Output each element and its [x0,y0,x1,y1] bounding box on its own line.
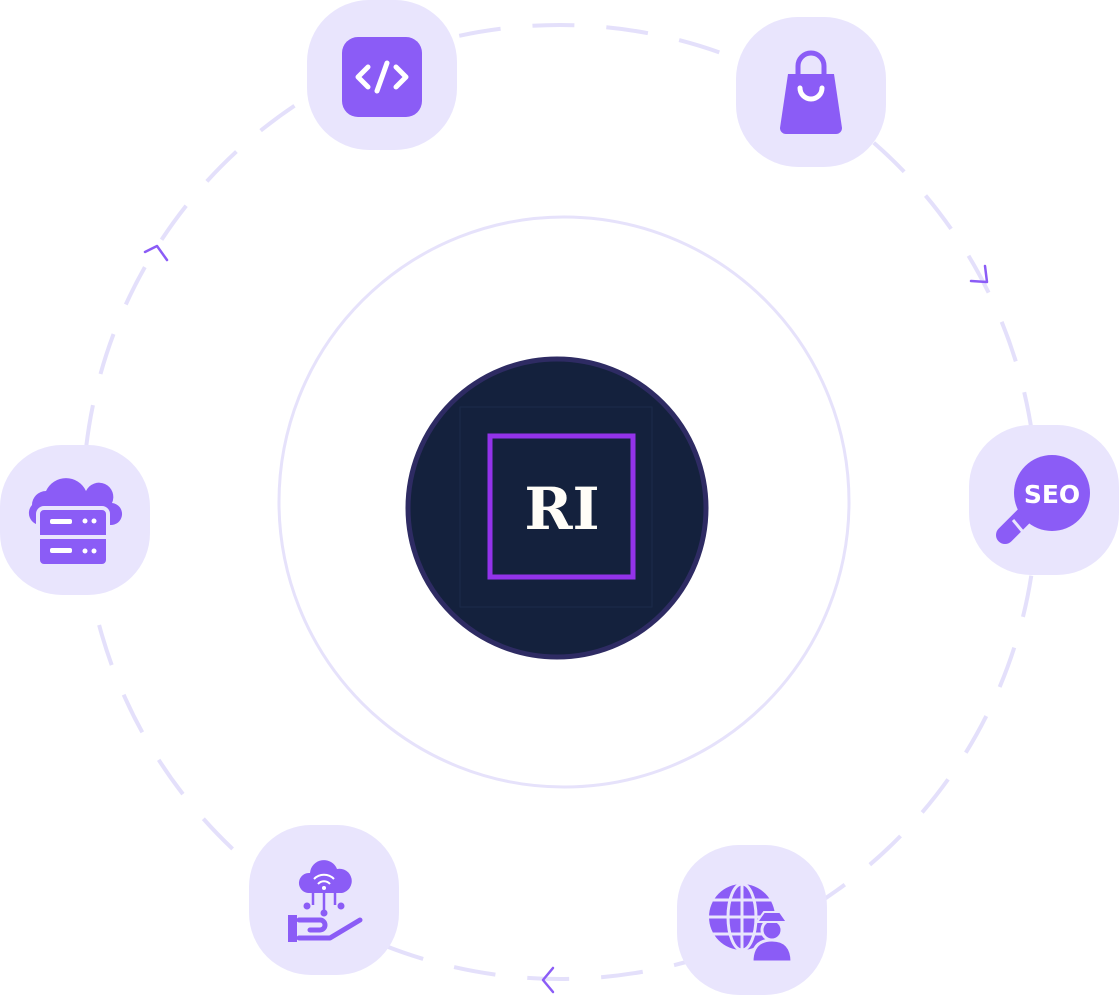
service-hosting[interactable] [0,445,150,595]
service-web-development[interactable] [307,0,457,150]
arrow-icon [541,966,555,994]
cloud-hand-icon [288,860,363,942]
service-e-commerce[interactable] [736,17,886,167]
shopping-bag-icon [780,50,842,134]
service-web-security[interactable] [677,845,827,995]
code-icon [342,37,422,117]
arrow-icon [143,244,169,262]
cloud-server-icon [28,478,123,568]
arrow-icon [969,264,989,284]
service-cloud-services[interactable] [249,825,399,975]
logo-text: RI [524,475,599,543]
service-seo[interactable]: SEO [969,425,1119,575]
inner-ring [277,215,851,789]
globe-spy-icon [709,882,794,964]
svg-text:SEO: SEO [1024,480,1080,509]
logo: RI [405,356,709,660]
seo-magnifier-icon: SEO [996,455,1090,544]
